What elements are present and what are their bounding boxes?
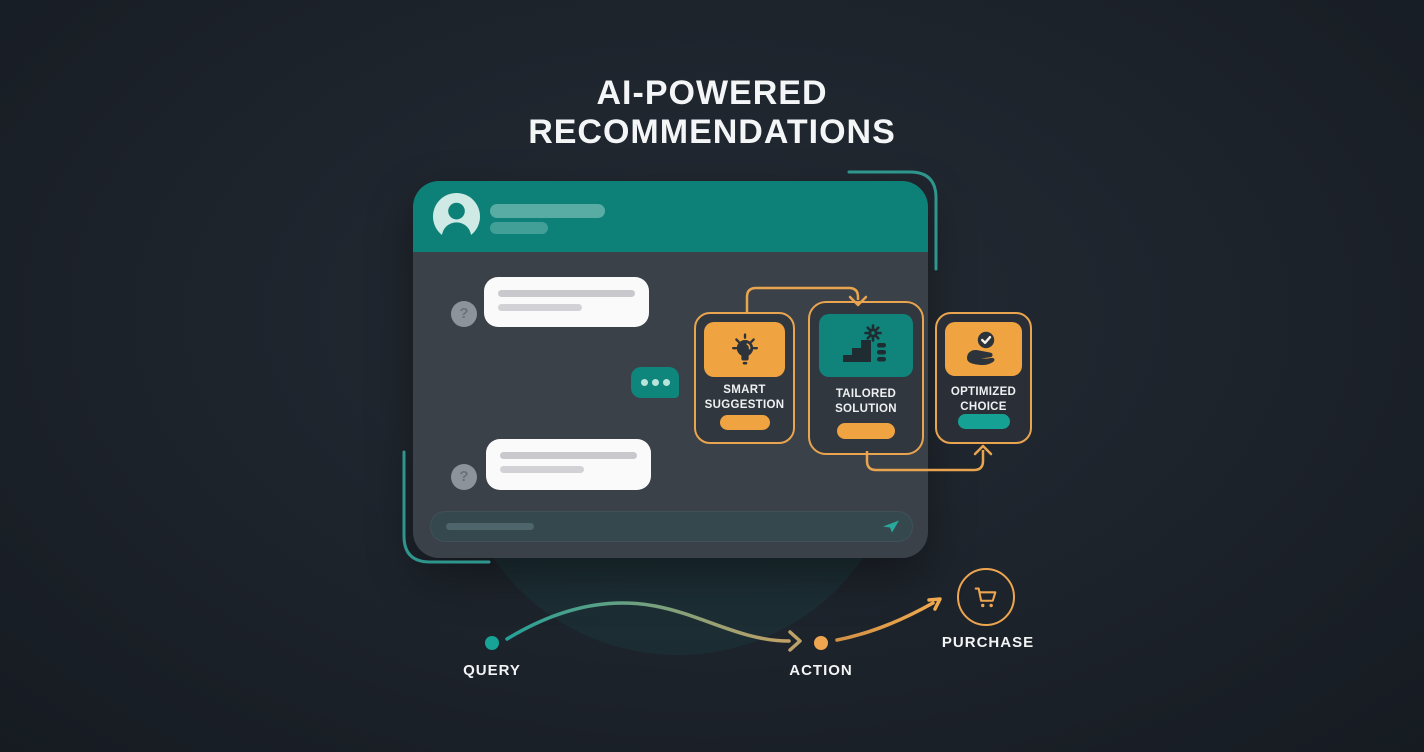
lightbulb-icon bbox=[731, 332, 758, 365]
purchase-label: PURCHASE bbox=[941, 634, 1035, 651]
send-paper-plane-icon bbox=[883, 520, 899, 533]
chat-bubble-user-1 bbox=[484, 277, 649, 327]
question-mark-icon: ? bbox=[451, 301, 477, 327]
card-action-button[interactable] bbox=[957, 414, 1010, 429]
question-mark-icon: ? bbox=[451, 464, 477, 490]
typing-dot bbox=[651, 379, 659, 386]
arrowhead-upright-icon bbox=[927, 597, 942, 611]
title-line-2: RECOMMENDATIONS bbox=[528, 113, 896, 151]
purchase-badge bbox=[957, 568, 1015, 626]
chat-header bbox=[413, 181, 928, 252]
action-dot bbox=[814, 636, 828, 650]
arrowhead-right-icon bbox=[788, 630, 802, 652]
skeleton-message-line-2 bbox=[500, 466, 584, 473]
card-label: OPTIMIZED CHOICE bbox=[937, 385, 1030, 415]
card-optimized-choice[interactable]: OPTIMIZED CHOICE bbox=[935, 312, 1032, 444]
card-label-line-2: SOLUTION bbox=[835, 403, 897, 415]
card-icon-area bbox=[945, 322, 1022, 376]
skeleton-header-line-1 bbox=[490, 204, 605, 218]
card-action-button[interactable] bbox=[719, 415, 770, 430]
card-action-button[interactable] bbox=[837, 423, 895, 439]
card-icon-area bbox=[704, 322, 785, 377]
growth-gear-icon bbox=[843, 323, 886, 362]
shopping-cart-icon bbox=[974, 587, 997, 608]
typing-dot bbox=[640, 379, 648, 386]
card-smart-suggestion[interactable]: SMART SUGGESTION bbox=[694, 312, 795, 444]
arrowhead-up-icon bbox=[973, 444, 993, 456]
send-button[interactable] bbox=[882, 519, 900, 534]
skeleton-message-line-2 bbox=[498, 304, 582, 311]
input-placeholder-skeleton bbox=[446, 523, 534, 530]
typing-dot bbox=[662, 379, 670, 386]
card-label-line-1: TAILORED bbox=[835, 388, 897, 400]
query-label: QUERY bbox=[463, 662, 521, 679]
hand-check-icon bbox=[966, 331, 994, 366]
skeleton-message-line-1 bbox=[500, 452, 637, 459]
card-label-line-1: SMART bbox=[723, 384, 766, 396]
chat-bubble-user-2 bbox=[486, 439, 651, 490]
message-input[interactable] bbox=[430, 511, 913, 542]
card-tailored-solution[interactable]: TAILORED SOLUTION bbox=[808, 301, 924, 455]
typing-dots-icon bbox=[631, 367, 679, 398]
card-label-line-1: OPTIMIZED bbox=[950, 386, 1017, 398]
card-label-line-2: CHOICE bbox=[960, 401, 1007, 413]
card-label: TAILORED SOLUTION bbox=[810, 387, 922, 417]
skeleton-header-line-2 bbox=[490, 222, 548, 234]
card-label-line-2: SUGGESTION bbox=[704, 399, 785, 411]
card-icon-area bbox=[819, 314, 913, 377]
skeleton-message-line-1 bbox=[498, 290, 635, 297]
title-line-1: AI-POWERED bbox=[596, 74, 828, 112]
user-avatar-icon bbox=[433, 193, 480, 240]
page-title: AI-POWERED RECOMMENDATIONS bbox=[0, 74, 1424, 152]
card-label: SMART SUGGESTION bbox=[696, 383, 793, 413]
query-dot bbox=[485, 636, 499, 650]
action-label: ACTION bbox=[789, 662, 853, 679]
